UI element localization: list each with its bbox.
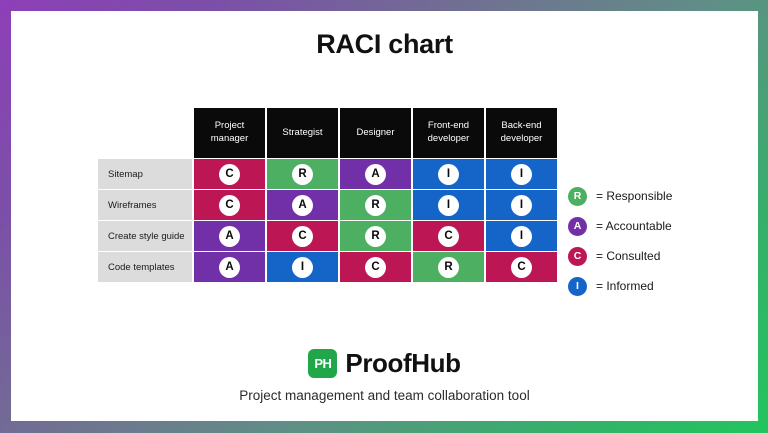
legend-dot-consulted: C <box>568 246 587 266</box>
column-header-front-end-developer: Front-end developer <box>413 108 484 158</box>
cell-code-templates-strategist: I <box>267 252 338 282</box>
cell-sitemap-front-end-developer: I <box>413 159 484 189</box>
legend-item-responsible: R = Responsible <box>568 181 672 211</box>
role-badge: R <box>292 163 313 185</box>
cell-create-style-guide-project-manager: A <box>194 221 265 251</box>
cell-wireframes-project-manager: C <box>194 190 265 220</box>
cell-code-templates-front-end-developer: R <box>413 252 484 282</box>
proofhub-logo-icon: PH <box>308 349 338 378</box>
legend-label-accountable: = Accountable <box>596 219 672 233</box>
brand-lockup: PH ProofHub <box>11 348 758 379</box>
role-badge: C <box>438 225 459 247</box>
tagline: Project management and team collaboratio… <box>239 388 530 403</box>
table-body: Sitemap C R A I I Wireframes C A R I I <box>98 159 557 282</box>
table-row: Create style guide A C R C I <box>98 221 557 251</box>
role-badge: C <box>365 256 386 278</box>
role-badge: A <box>365 163 386 185</box>
legend-item-consulted: C = Consulted <box>568 241 672 271</box>
legend-dot-accountable: A <box>568 216 587 236</box>
legend-label-consulted: = Consulted <box>596 249 661 263</box>
cell-create-style-guide-back-end-developer: I <box>486 221 557 251</box>
cell-sitemap-designer: A <box>340 159 411 189</box>
cell-sitemap-strategist: R <box>267 159 338 189</box>
cell-wireframes-strategist: A <box>267 190 338 220</box>
role-badge: R <box>438 256 459 278</box>
role-badge: C <box>511 256 532 278</box>
slide-canvas: RACI chart Project manager Strategist De… <box>11 11 758 421</box>
cell-code-templates-back-end-developer: C <box>486 252 557 282</box>
row-header-wireframes: Wireframes <box>98 190 192 220</box>
raci-table: Project manager Strategist Designer Fron… <box>96 107 559 283</box>
legend-dot-informed: I <box>568 276 587 296</box>
row-header-create-style-guide: Create style guide <box>98 221 192 251</box>
row-header-sitemap: Sitemap <box>98 159 192 189</box>
role-badge: A <box>219 256 240 278</box>
role-badge: I <box>292 256 313 278</box>
cell-create-style-guide-front-end-developer: C <box>413 221 484 251</box>
page-title: RACI chart <box>316 29 453 59</box>
table-corner-cell <box>98 108 192 158</box>
role-badge: I <box>438 194 459 216</box>
table-header: Project manager Strategist Designer Fron… <box>98 108 557 158</box>
legend-label-responsible: = Responsible <box>596 189 673 203</box>
column-header-project-manager: Project manager <box>194 108 265 158</box>
cell-code-templates-designer: C <box>340 252 411 282</box>
brand-name: ProofHub <box>345 348 461 378</box>
role-badge: I <box>511 225 532 247</box>
table-row: Sitemap C R A I I <box>98 159 557 189</box>
cell-wireframes-back-end-developer: I <box>486 190 557 220</box>
role-badge: A <box>219 225 240 247</box>
role-badge: C <box>219 163 240 185</box>
role-badge: C <box>219 194 240 216</box>
cell-create-style-guide-strategist: C <box>267 221 338 251</box>
cell-sitemap-back-end-developer: I <box>486 159 557 189</box>
column-header-back-end-developer: Back-end developer <box>486 108 557 158</box>
role-badge: R <box>365 225 386 247</box>
table-row: Code templates A I C R C <box>98 252 557 282</box>
cell-create-style-guide-designer: R <box>340 221 411 251</box>
cell-sitemap-project-manager: C <box>194 159 265 189</box>
role-badge: I <box>438 163 459 185</box>
header-row: Project manager Strategist Designer Fron… <box>98 108 557 158</box>
table-row: Wireframes C A R I I <box>98 190 557 220</box>
role-badge: A <box>292 194 313 216</box>
legend-item-accountable: A = Accountable <box>568 211 672 241</box>
role-badge: R <box>365 194 386 216</box>
legend: R = Responsible A = Accountable C = Cons… <box>568 181 672 301</box>
cell-code-templates-project-manager: A <box>194 252 265 282</box>
legend-item-informed: I = Informed <box>568 271 672 301</box>
cell-wireframes-designer: R <box>340 190 411 220</box>
role-badge: I <box>511 194 532 216</box>
legend-label-informed: = Informed <box>596 279 654 293</box>
role-badge: C <box>292 225 313 247</box>
role-badge: I <box>511 163 532 185</box>
raci-chart: Project manager Strategist Designer Fron… <box>96 107 656 283</box>
legend-dot-responsible: R <box>568 186 587 206</box>
column-header-strategist: Strategist <box>267 108 338 158</box>
cell-wireframes-front-end-developer: I <box>413 190 484 220</box>
column-header-designer: Designer <box>340 108 411 158</box>
row-header-code-templates: Code templates <box>98 252 192 282</box>
